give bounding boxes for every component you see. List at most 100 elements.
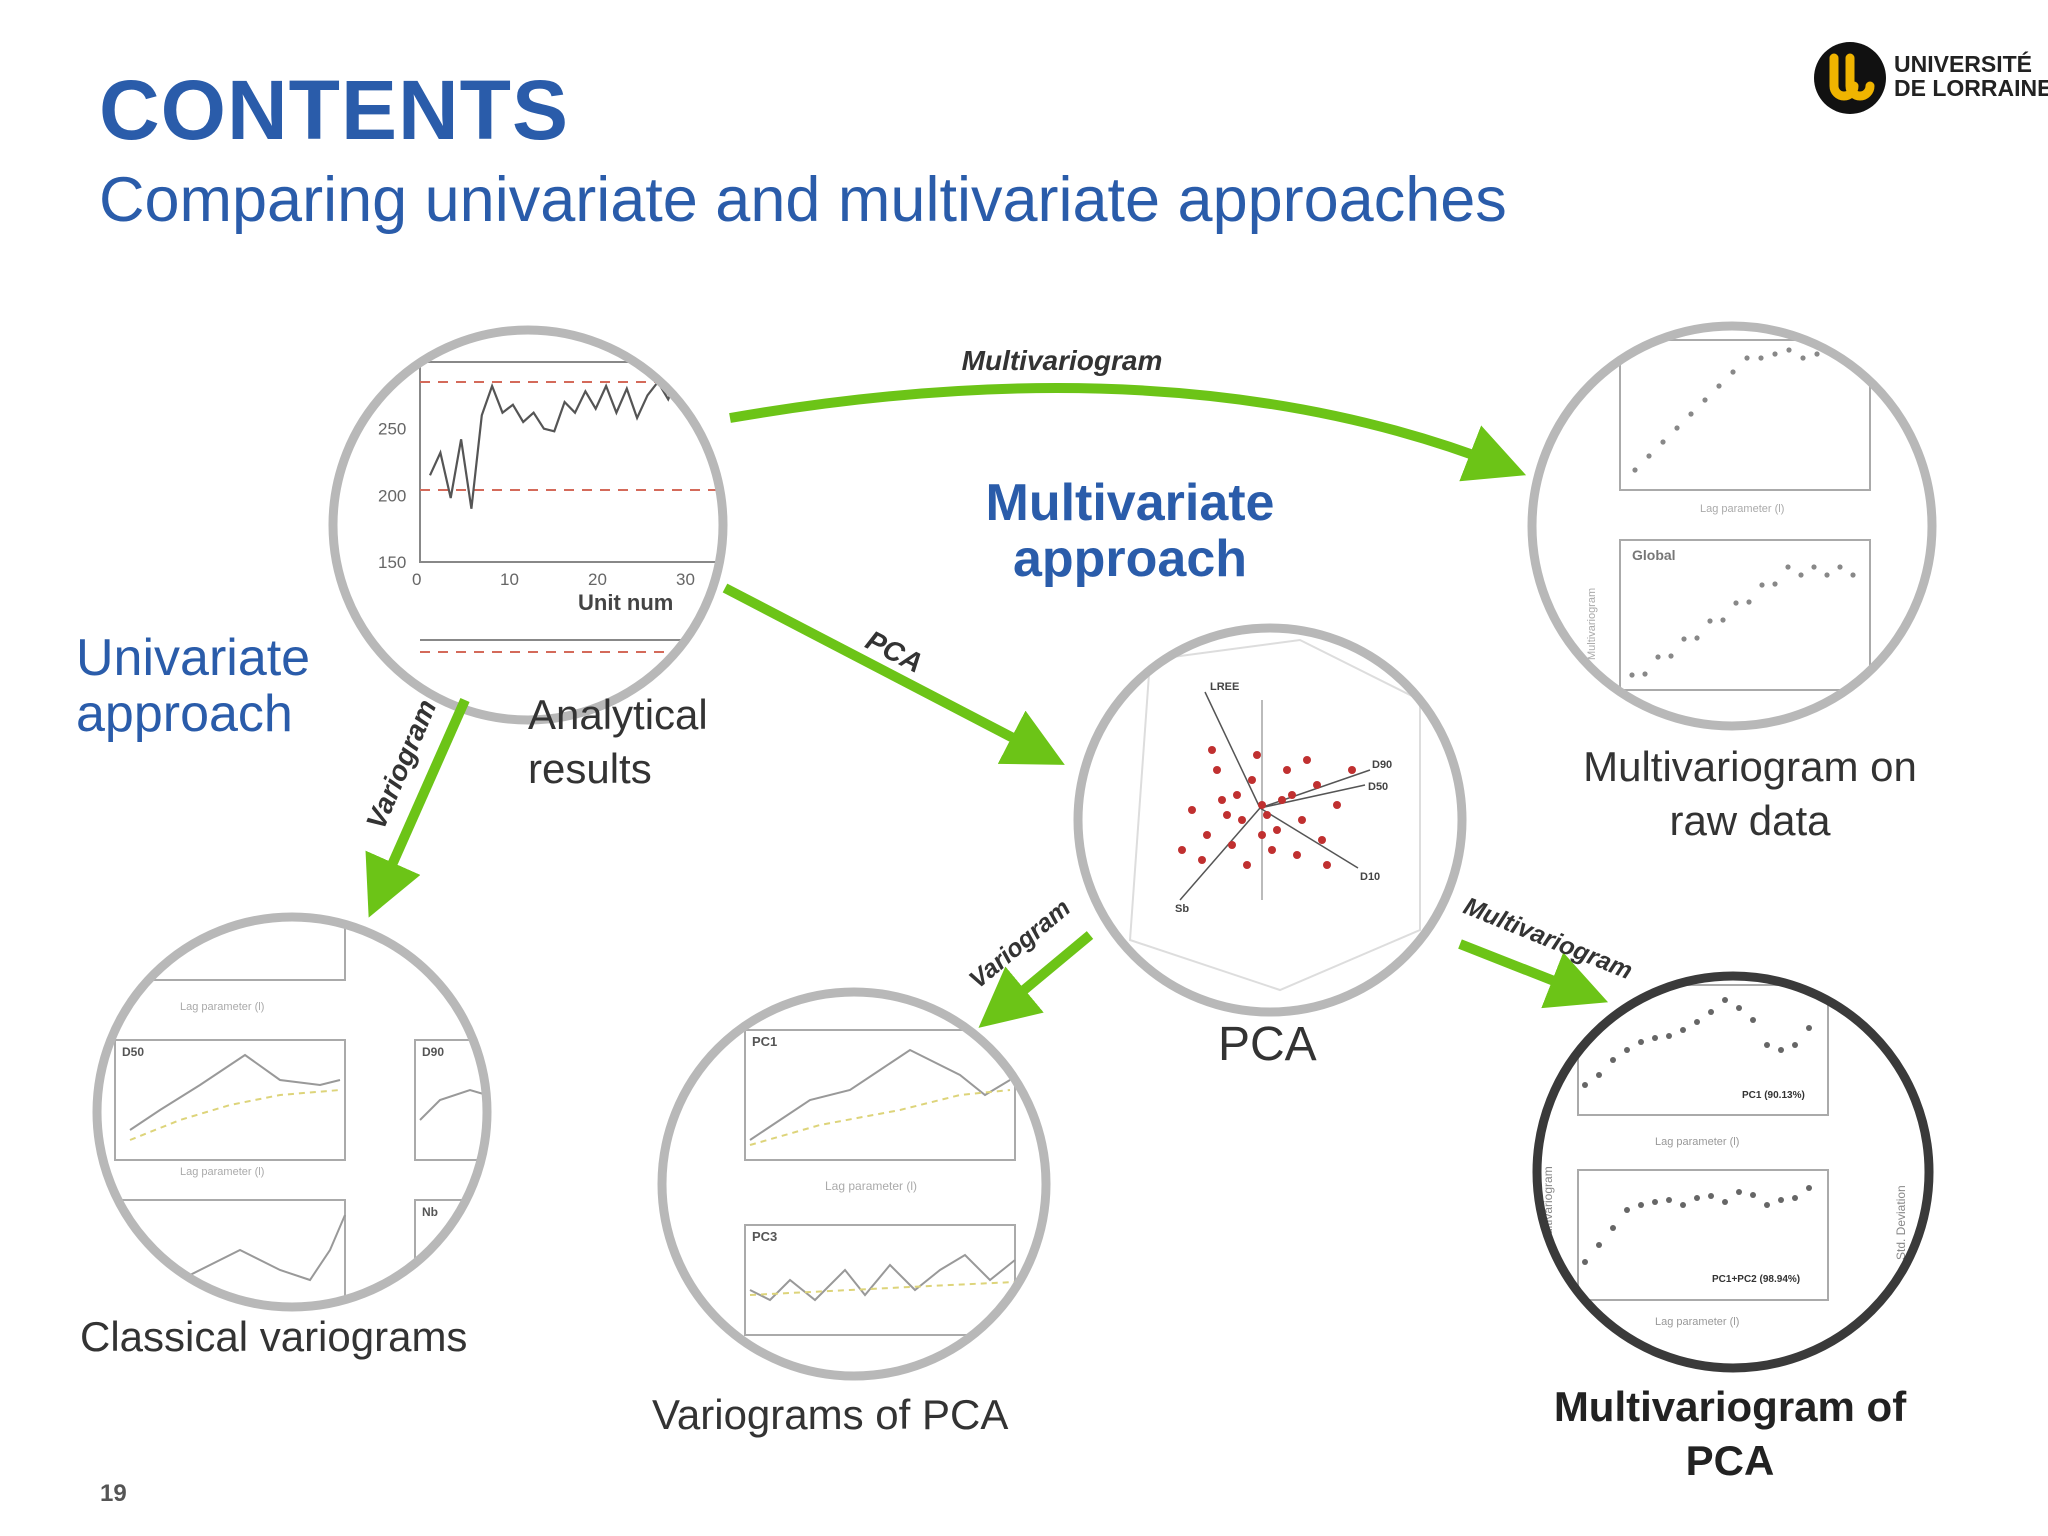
mvpca-bottom-point [1582, 1259, 1588, 1265]
mvpca-bottom-point [1764, 1202, 1770, 1208]
classical-top-xlabel: Lag parameter (l) [180, 1001, 264, 1013]
mvpca-top-point [1694, 1019, 1700, 1025]
mvpca-top-point [1638, 1039, 1644, 1045]
raw-top-point [1772, 351, 1778, 357]
classical-panel-title: Nb [422, 1205, 438, 1219]
pca-vector-label: Sb [1175, 903, 1189, 915]
mvpca-top-point [1764, 1042, 1770, 1048]
mvpca-top-point [1806, 1025, 1812, 1031]
pca-point [1208, 746, 1216, 754]
multivariogram-pca-label: Multivariogram of PCA [1500, 1380, 1960, 1488]
raw-bottom-point [1798, 572, 1804, 578]
logo-line2: DE LORRAINE [1894, 75, 2048, 101]
pca-point [1288, 791, 1296, 799]
raw-bottom-point [1772, 581, 1778, 587]
multivariate-line1: Multivariate [985, 474, 1275, 532]
analytical-xlabel: Unit num [578, 590, 673, 615]
mvpca-panel-title: PC1+PC2 (98.94%) [1712, 1274, 1800, 1285]
raw-bottom-point [1720, 617, 1726, 623]
arrow-label-multivariogram-pca: Multivariogram [1460, 892, 1637, 985]
raw-top-point [1744, 355, 1750, 361]
mvpca-bottom-point [1806, 1185, 1812, 1191]
analytical-xtick: 10 [500, 570, 519, 589]
classical-panel-title: D90 [422, 1045, 444, 1059]
mvpca-top-point [1778, 1047, 1784, 1053]
pca-point [1253, 751, 1261, 759]
pca-point [1203, 831, 1211, 839]
mvpca-std-label: Std. Deviation [1894, 1185, 1908, 1260]
raw-data-label: Multivariogram on raw data [1540, 740, 1960, 848]
raw-bottom-point [1746, 599, 1752, 605]
mvpca-top-point [1708, 1009, 1714, 1015]
mvpca-top-point [1722, 997, 1728, 1003]
mvpca-bottom-point [1652, 1199, 1658, 1205]
logo-mark-icon [1814, 42, 1886, 114]
pca-point [1188, 806, 1196, 814]
slide-title: CONTENTS [99, 63, 569, 157]
pca-point [1238, 816, 1246, 824]
mvpca-bottom-point [1750, 1192, 1756, 1198]
arrow-multivariogram-top [729, 383, 1527, 482]
mvpca-bottom-point [1680, 1202, 1686, 1208]
pca-point [1248, 776, 1256, 784]
raw-top-point [1702, 397, 1708, 403]
pca-point [1283, 766, 1291, 774]
pca-point [1218, 796, 1226, 804]
raw-bottom-point [1694, 635, 1700, 641]
raw-bottom-point [1733, 600, 1739, 606]
pca-point [1293, 851, 1301, 859]
mvpca-panel-title: PC1 (90.13%) [1742, 1090, 1805, 1101]
analytical-line2: results [528, 745, 652, 792]
raw-line2: raw data [1669, 797, 1831, 844]
multivariogram-pca-thumbnail: Lag parameter (l) Lag parameter (l) Mult… [1532, 971, 1934, 1373]
raw-bottom-point [1668, 653, 1674, 659]
analytical-results-label: Analytical results [528, 688, 708, 796]
raw-bottom-ylabel: Multivariogram [1586, 588, 1598, 660]
arrow-label-multivariogram-top: Multivariogram [962, 345, 1163, 376]
classical-variograms-thumbnail: Lag parameter (l) Lag parameter (l) D50 D… [92, 912, 492, 1312]
raw-bottom-point [1642, 671, 1648, 677]
mvpca-top-point [1666, 1033, 1672, 1039]
analytical-line1: Analytical [528, 691, 708, 738]
pca-point [1223, 811, 1231, 819]
raw-bottom-point [1655, 654, 1661, 660]
pca-point [1333, 801, 1341, 809]
mvpca-top-point [1596, 1072, 1602, 1078]
arrow-label-variogram-left: Variogram [360, 695, 442, 834]
mvpca-top-point [1736, 1005, 1742, 1011]
arrow-variogram-left [365, 697, 470, 918]
raw-top-point [1786, 347, 1792, 353]
raw-top-point [1688, 411, 1694, 417]
variograms-pca-label: Variograms of PCA [652, 1391, 1009, 1438]
raw-bottom-point [1785, 564, 1791, 570]
raw-top-point [1716, 383, 1722, 389]
pca-point [1348, 766, 1356, 774]
arrow-multivariogram-pca [1458, 939, 1609, 1009]
raw-top-point [1674, 425, 1680, 431]
pca-vector-label: D90 [1372, 759, 1392, 771]
classical-mid-xlabel: Lag parameter (l) [180, 1166, 264, 1178]
analytical-panel-title: Unit [578, 312, 621, 337]
pca-point [1303, 756, 1311, 764]
classical-panel-title: D50 [122, 1045, 144, 1059]
analytical-ytick: 250 [378, 420, 406, 439]
raw-top-point [1800, 355, 1806, 361]
mvpca-bottom-point [1610, 1225, 1616, 1231]
raw-bottom-point [1707, 618, 1713, 624]
mvpca-top-point [1652, 1035, 1658, 1041]
arrow-variogram-pca [978, 931, 1094, 1028]
mvpca-top-point [1610, 1057, 1616, 1063]
varpca-panel-title: PC1 [752, 1034, 777, 1049]
raw-top-point [1632, 467, 1638, 473]
pca-vector-label: D50 [1368, 781, 1388, 793]
pca-point [1318, 836, 1326, 844]
raw-line1: Multivariogram on [1583, 743, 1917, 790]
mvpca-bottom-point [1694, 1195, 1700, 1201]
mvpca-bottom-point [1722, 1199, 1728, 1205]
mvpca-bottom-point [1638, 1202, 1644, 1208]
university-logo: UNIVERSITÉ DE LORRAINE [1810, 38, 2048, 120]
analytical-ytick: 200 [378, 486, 406, 505]
raw-top-point [1814, 351, 1820, 357]
